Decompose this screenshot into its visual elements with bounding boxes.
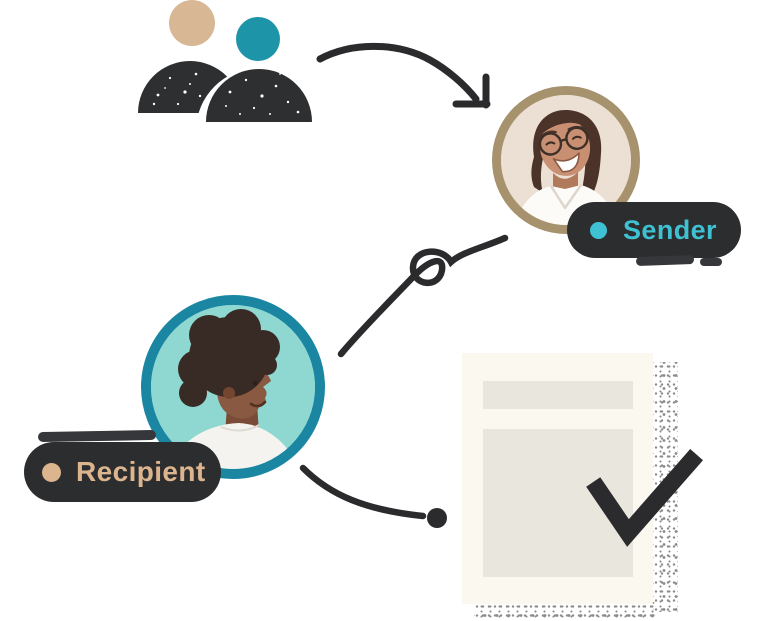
loop-path	[337, 234, 509, 358]
two-people-icon	[138, 0, 322, 131]
speckles-left	[152, 72, 202, 106]
curved-arrow-icon	[316, 42, 491, 109]
sender-label: Sender	[623, 214, 717, 245]
curve-to-dot-icon	[299, 464, 447, 528]
arrow-head	[452, 73, 491, 109]
person-head-tan	[169, 0, 215, 46]
person-body-right	[206, 69, 312, 122]
arrow-shaft	[316, 42, 480, 103]
sender-badge: Sender	[567, 202, 741, 258]
document-title-block	[483, 381, 633, 409]
tan-dot-icon	[42, 462, 61, 482]
texture-mark	[700, 258, 722, 266]
texture-mark	[37, 429, 157, 443]
speckles-right	[225, 73, 300, 115]
checkmark-icon	[586, 449, 703, 547]
texture-mark	[635, 254, 695, 267]
person-head-teal	[236, 17, 280, 61]
teal-dot-icon	[590, 221, 607, 239]
loop-curve-icon	[337, 234, 509, 358]
end-dot	[427, 508, 447, 528]
curve-path	[299, 464, 427, 520]
recipient-badge: Recipient	[24, 442, 221, 502]
recipient-label: Recipient	[76, 456, 206, 487]
speckle-texture-bottom	[474, 602, 656, 618]
checkmark-stroke	[586, 449, 703, 547]
